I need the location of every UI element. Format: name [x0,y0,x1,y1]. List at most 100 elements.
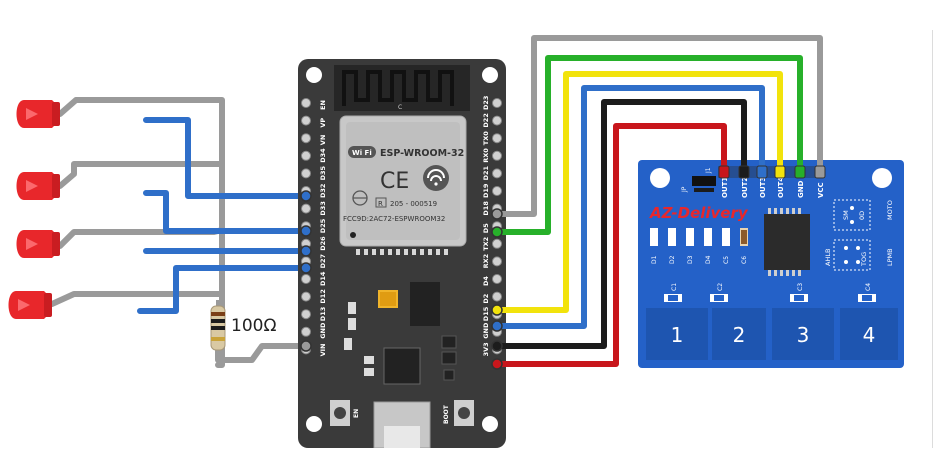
pin-label-left-d14: D14 [319,271,327,286]
pin-hole-left-d34 [301,150,311,161]
switch-label-sm: SM [842,210,850,220]
pin-hole-left-d13 [301,309,311,320]
part-label-d1: D1 [651,255,658,264]
r-mark: R [375,197,387,208]
micro-usb-port [373,401,431,449]
resistor-value-label: 100Ω [231,316,276,336]
pin-hole-left-en [301,98,311,108]
right-pin-labels: D23D22TX0RX0D21D19D18D5TX2RX2D4D2D15GND3… [482,96,490,357]
boot-button-label: BOOT [443,404,450,424]
pin-hole-left-vn [301,133,311,144]
header-label-gnd: GND [797,180,805,198]
smd-row [650,228,748,246]
led-2 [16,172,60,200]
red-wire-out1 [494,123,727,367]
pin-label-left-vp: VP [319,118,327,128]
blue-wire-out3 [494,85,765,329]
switch-label-0d: 0D [858,211,866,220]
pin-label-right-d5: D5 [482,223,490,233]
gray-wire-vcc [494,35,823,217]
brand-logo: AZ-Delivery [649,204,749,222]
header-label-vcc: VCC [817,182,825,198]
pad-number-2: 2 [733,323,746,347]
black-wire-out2 [494,99,747,349]
voltage-regulator [410,282,440,326]
pin-label-right-d4: D4 [482,276,490,286]
pin-hole-left-d35 [301,168,311,179]
boot-button[interactable] [454,400,474,426]
touch-pad-4[interactable] [840,308,898,360]
header-label-out4: OUT4 [777,177,785,198]
pin-hole-left-d33 [301,203,311,214]
pin-label-left-d27: D27 [319,254,327,268]
pin-hole-left-gnd [301,326,311,337]
antenna-label: C [398,104,402,111]
cap-label-c2: C2 [717,283,724,291]
pin-label-right-tx0: TX0 [482,131,490,145]
cap-label-c1: C1 [671,283,678,291]
pin-label-left-gnd: GND [319,322,327,339]
pin-label-right-d22: D22 [482,113,490,127]
part-label-c6: C6 [741,256,748,264]
led-wires [49,97,308,368]
cap-label-c4: C4 [865,283,872,291]
mode-pads [833,199,871,271]
usb-uart-chip [383,347,421,385]
pin-label-left-d12: D12 [319,289,327,303]
pin-label-left-vin: VIN [319,344,327,357]
switch-label-lpmb: LPMB [886,248,894,266]
pin-label-left-d26: D26 [319,236,327,251]
pin-label-left-d25: D25 [319,218,327,233]
pin-label-right-d18: D18 [482,201,490,216]
resistor [210,300,226,351]
module-name: ESP-WROOM-32 [380,148,464,159]
svg-text:R: R [378,200,383,208]
blue-wire-d26 [143,190,308,234]
en-button-label: EN [353,409,360,418]
touch-wires [494,35,823,367]
pin-label-right-d2: D2 [482,294,490,304]
pin-label-right-3v3: 3V3 [482,342,490,356]
gray-wire-led1 [57,97,225,368]
pin-hole-right-tx0 [492,133,502,144]
pin-hole-right-d4 [492,274,502,284]
header-label-out2: OUT2 [741,177,749,198]
pin-hole-right-d21 [492,168,502,179]
touch-pad-1[interactable] [646,308,708,360]
part-label-d3: D3 [687,255,694,264]
pin-hole-right-tx2 [492,238,502,249]
pad-number-4: 4 [863,323,876,347]
pin-label-right-rx0: RX0 [482,148,490,163]
pin-hole-right-d2 [492,291,502,302]
svg-text:Wi Fi: Wi Fi [352,149,372,157]
pin-label-right-d19: D19 [482,183,490,198]
touch-pad-3[interactable] [772,308,834,360]
module-pads [356,249,448,255]
wifi-badge: Wi Fi [348,146,376,158]
touch-ic-chip [764,208,810,276]
blue-wire-d32 [143,117,308,199]
touch-pad-2[interactable] [712,308,766,360]
pin-label-left-d35: D35 [319,165,327,180]
led-3 [16,230,60,258]
pin-label-left-d33: D33 [319,201,327,215]
pin-label-right-d23: D23 [482,96,490,110]
part-label-d2: D2 [669,255,676,264]
pin-label-left-d34: D34 [319,148,327,163]
cert-number: 205 - 000519 [390,200,437,208]
wifi-icon [423,165,449,191]
cap-label-c3: C3 [797,283,804,291]
esp32-terminals [300,190,503,370]
en-button[interactable] [330,400,350,426]
part-label-c5: C5 [723,256,730,264]
pin-hole-right-rx0 [492,150,502,161]
pad-number-3: 3 [797,323,810,347]
pin-hole-right-d23 [492,98,502,108]
left-pin-labels: ENVPVND34D35D32D33D25D26D27D14D12D13GNDV… [319,100,327,356]
gray-wire-led2 [57,161,225,189]
jumper-label: JP [681,186,688,193]
